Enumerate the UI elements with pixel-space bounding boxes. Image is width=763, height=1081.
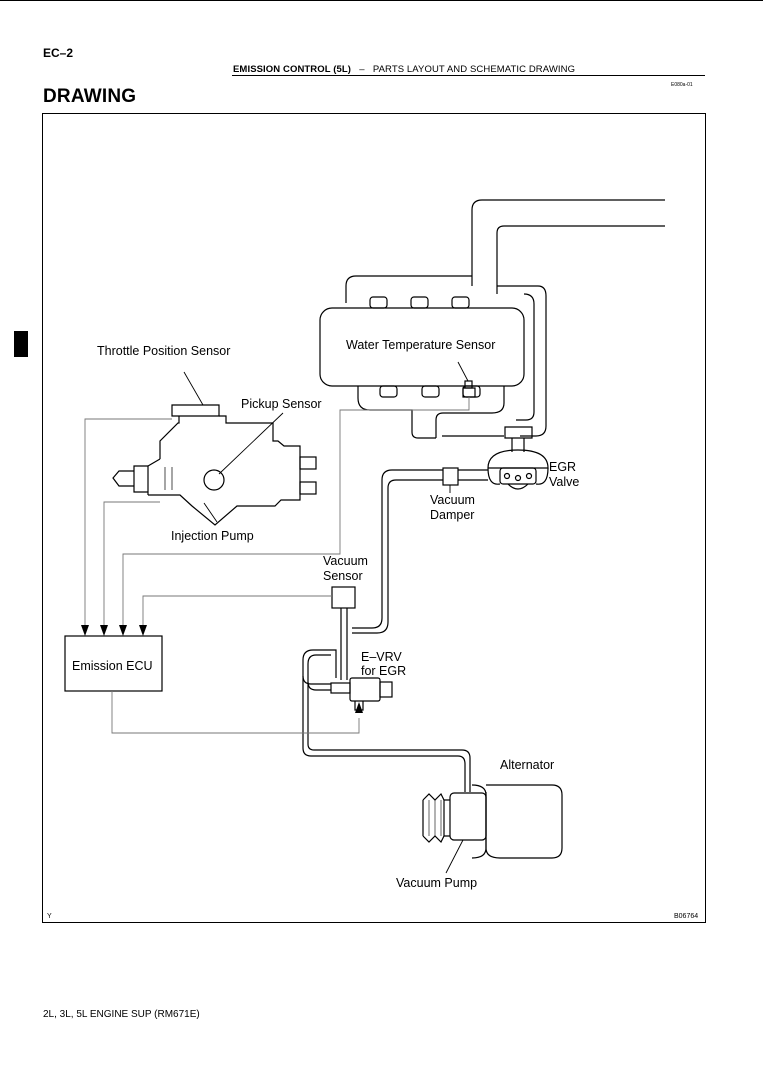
vacuum-pump-leader bbox=[445, 839, 464, 874]
label-evrv-1: E–VRV bbox=[361, 650, 402, 664]
label-vacuum-sensor-2: Sensor bbox=[323, 569, 363, 583]
injection-pump-leader bbox=[203, 502, 218, 523]
injection-pump bbox=[112, 404, 317, 526]
label-water-temperature-sensor: Water Temperature Sensor bbox=[346, 338, 495, 352]
page-footer: 2L, 3L, 5L ENGINE SUP (RM671E) bbox=[43, 1009, 200, 1020]
header-rule bbox=[232, 75, 705, 76]
label-egr-valve-1: EGR bbox=[549, 460, 576, 474]
document-id: E080a-01 bbox=[671, 82, 693, 88]
label-evrv-2: for EGR bbox=[361, 664, 406, 678]
water-temperature-sensor bbox=[462, 380, 476, 398]
throttle-leader bbox=[183, 371, 204, 406]
section-name: EMISSION CONTROL (5L) bbox=[233, 64, 352, 75]
throttle-position-sensor-body bbox=[171, 404, 220, 417]
water-temperature-leader bbox=[457, 361, 469, 382]
emission-ecu-box bbox=[64, 635, 163, 692]
subsection-name: PARTS LAYOUT AND SCHEMATIC DRAWING bbox=[372, 64, 576, 75]
label-vacuum-damper-2: Damper bbox=[430, 508, 474, 522]
signal-wires bbox=[84, 397, 470, 734]
side-tab-marker bbox=[14, 331, 28, 357]
corner-mark: Y bbox=[47, 913, 52, 920]
label-egr-valve-2: Valve bbox=[549, 475, 579, 489]
label-throttle-position-sensor: Throttle Position Sensor bbox=[97, 344, 230, 358]
label-injection-pump: Injection Pump bbox=[171, 529, 254, 543]
running-header: EMISSION CONTROL (5L) – PARTS LAYOUT AND… bbox=[233, 64, 575, 75]
ecu-input-arrows bbox=[81, 625, 363, 713]
egr-pipe-inner bbox=[497, 285, 547, 437]
page-title: DRAWING bbox=[43, 86, 137, 107]
label-vacuum-damper-1: Vacuum bbox=[430, 493, 475, 507]
drawing-frame bbox=[42, 113, 706, 923]
e-vrv-for-egr bbox=[330, 677, 393, 711]
label-pickup-sensor: Pickup Sensor bbox=[241, 397, 322, 411]
label-alternator: Alternator bbox=[500, 758, 554, 772]
top-rule bbox=[0, 0, 763, 1]
vacuum-hose-to-pump bbox=[302, 676, 466, 792]
figure-id: B06764 bbox=[674, 913, 698, 920]
label-vacuum-pump: Vacuum Pump bbox=[396, 876, 477, 890]
vacuum-damper bbox=[442, 467, 459, 486]
pickup-leader bbox=[218, 412, 284, 475]
label-vacuum-sensor-1: Vacuum bbox=[323, 554, 368, 568]
exhaust-pipe bbox=[471, 199, 665, 286]
egr-pipe-outer bbox=[516, 293, 535, 421]
vacuum-sensor-hose bbox=[340, 608, 348, 680]
egr-valve bbox=[487, 426, 549, 490]
vacuum-pump bbox=[422, 792, 487, 844]
page-code: EC–2 bbox=[43, 46, 74, 60]
vacuum-sensor bbox=[331, 586, 356, 609]
vacuum-hose-egr bbox=[352, 469, 488, 634]
engine-head bbox=[319, 275, 525, 439]
label-emission-ecu: Emission ECU bbox=[72, 659, 153, 673]
header-separator: – bbox=[359, 64, 365, 75]
